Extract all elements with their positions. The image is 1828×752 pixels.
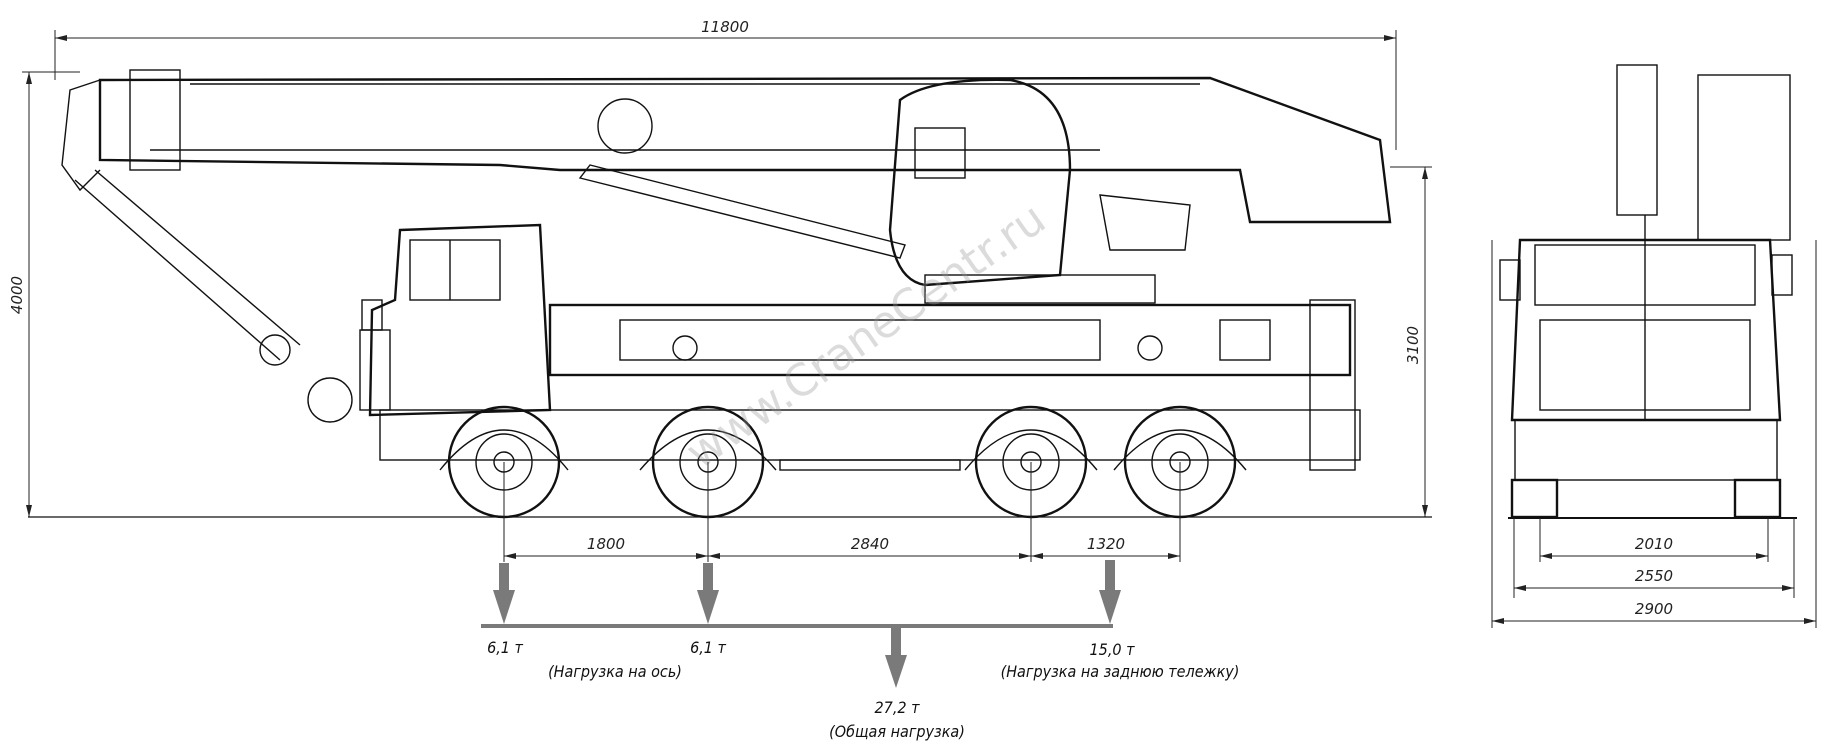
- load-arrow-rear-bogie: [1099, 560, 1121, 624]
- dimension-wheelbase: 1800 2840 1320: [503, 462, 1181, 562]
- watermark: www.CraneCentr.ru: [677, 193, 1055, 479]
- wheels: [447, 405, 1237, 519]
- wheelbase-1-label: 1800: [587, 535, 625, 553]
- load-arrow-axle-2: [697, 563, 719, 624]
- boom-height-label: 3100: [1404, 326, 1422, 364]
- load-axle-1: 6,1 т: [487, 638, 523, 657]
- load-rear-bogie: 15,0 т: [1090, 640, 1136, 659]
- width-body-label: 2550: [1635, 567, 1673, 585]
- load-rear-bogie-label: (Нагрузка на заднюю тележку): [1001, 662, 1240, 681]
- load-axle-label: (Нагрузка на ось): [548, 662, 682, 681]
- crane-front-view: [1499, 64, 1797, 519]
- wheelbase-2-label: 2840: [851, 535, 889, 553]
- crane-side-view: [61, 69, 1392, 471]
- dimension-overall-length: 11800: [54, 18, 1397, 150]
- dimension-boom-height: 3100: [1390, 166, 1432, 517]
- dimension-front-widths: 2010 2550 2900: [1491, 240, 1817, 628]
- width-overall-label: 2900: [1635, 600, 1673, 618]
- track-label: 2010: [1635, 535, 1673, 553]
- dimension-overall-height: 4000: [8, 71, 80, 517]
- load-diagram: 6,1 т 6,1 т (Нагрузка на ось) 15,0 т (На…: [481, 560, 1239, 741]
- load-total-label: (Общая нагрузка): [829, 722, 965, 741]
- overall-height-label: 4000: [8, 276, 26, 314]
- load-axle-2: 6,1 т: [690, 638, 726, 657]
- load-total: 27,2 т: [875, 698, 921, 717]
- load-beam: [481, 624, 727, 628]
- overall-length-label: 11800: [701, 18, 749, 36]
- load-arrow-total: [885, 627, 907, 688]
- load-arrow-axle-1: [493, 563, 515, 624]
- wheelbase-3-label: 1320: [1087, 535, 1125, 553]
